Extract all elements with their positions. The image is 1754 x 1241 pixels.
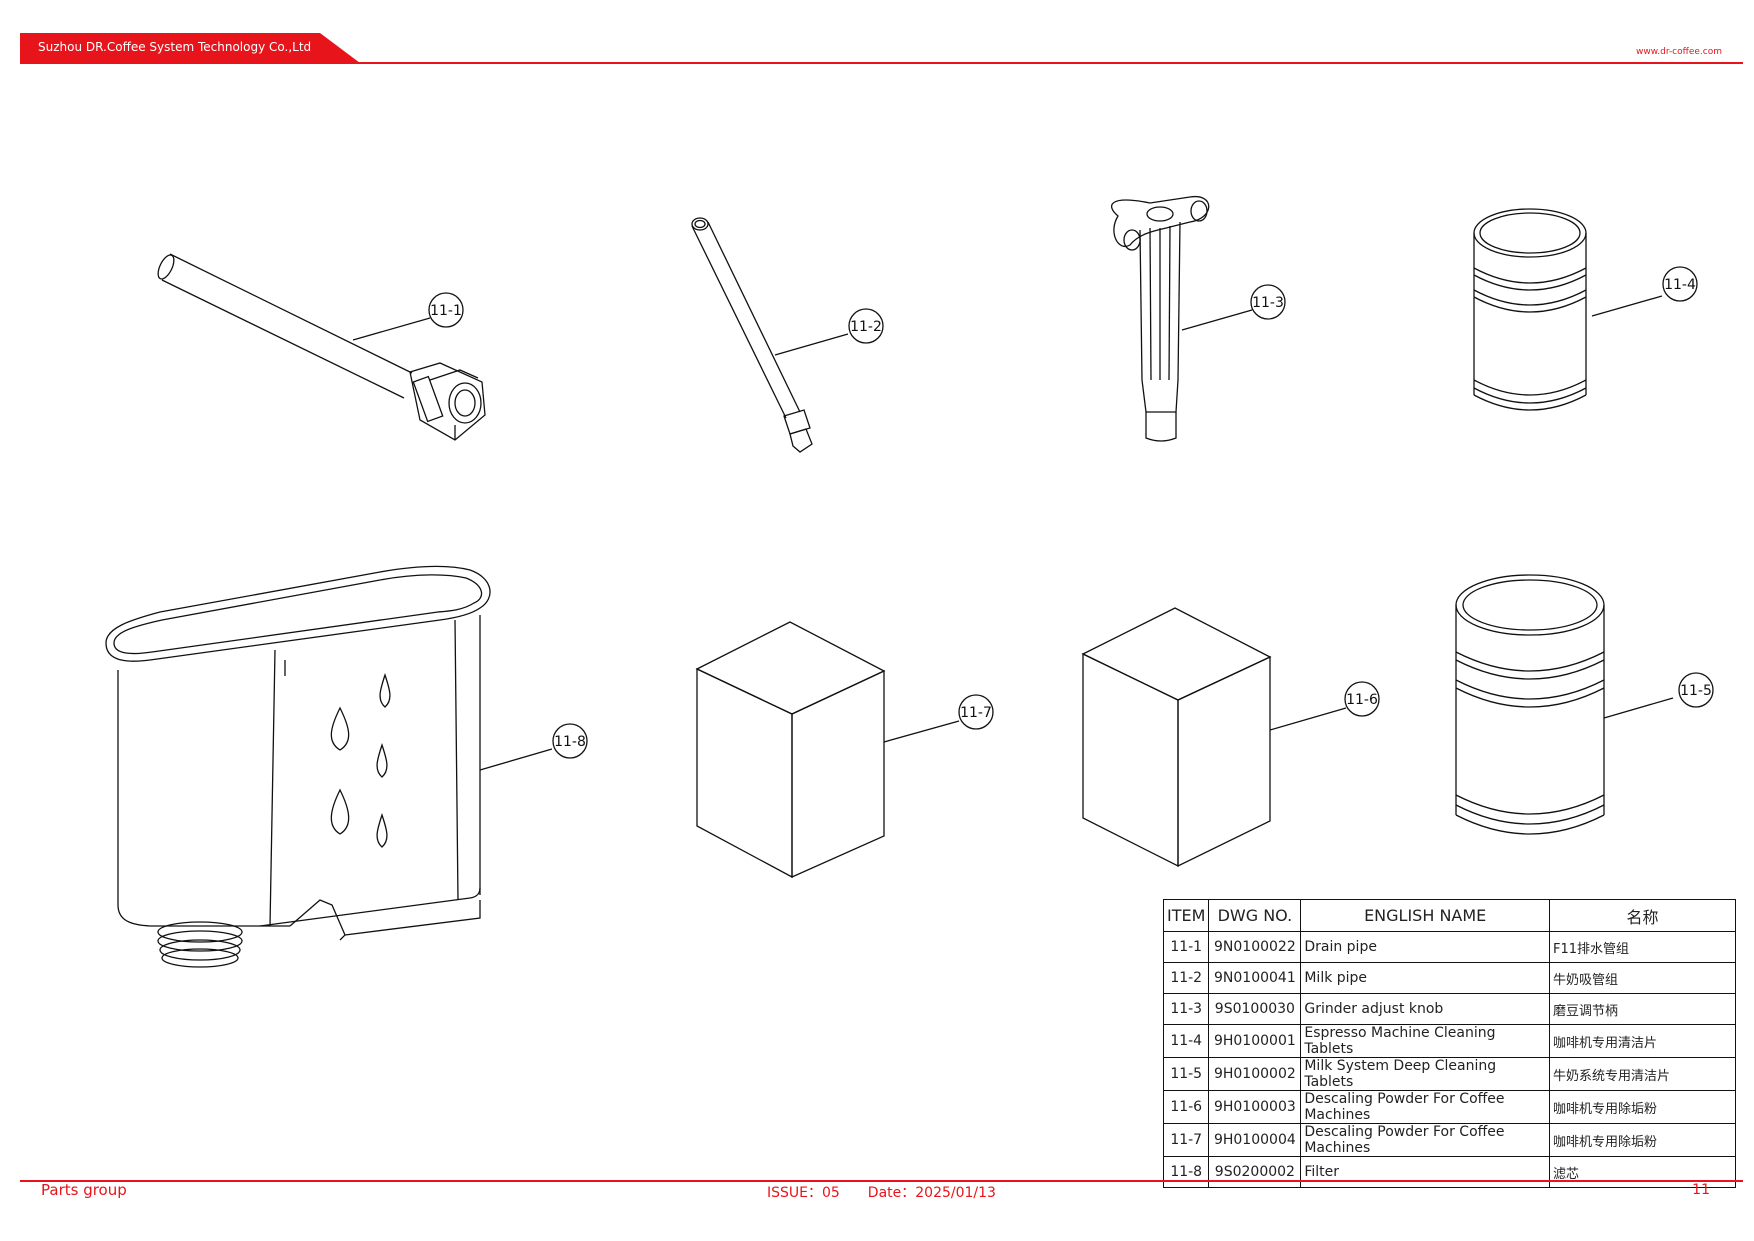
cell-item: 11-6 <box>1162 1090 1210 1124</box>
cell-item: 11-2 <box>1162 962 1210 994</box>
table-row: 11-4 9H0100001 Espresso Machine Cleaning… <box>1162 1024 1736 1058</box>
cell-dwg: 9H0100001 <box>1208 1024 1302 1058</box>
cell-item: 11-8 <box>1162 1156 1210 1188</box>
cell-english-name: Milk System Deep Cleaning Tablets <box>1300 1057 1550 1091</box>
column-header-english-name: ENGLISH NAME <box>1300 899 1550 932</box>
callout-label: 11-8 <box>554 734 586 750</box>
callout-label: 11-5 <box>1680 683 1712 699</box>
cell-dwg: 9N0100041 <box>1208 962 1302 994</box>
cell-dwg: 9H0100004 <box>1208 1123 1302 1157</box>
column-header-dwg: DWG NO. <box>1208 899 1302 932</box>
callout-label: 11-1 <box>430 303 462 319</box>
column-header-chinese-name: 名称 <box>1549 899 1736 932</box>
cell-english-name: Descaling Powder For Coffee Machines <box>1300 1123 1550 1157</box>
leader-lines <box>352 295 1674 771</box>
cell-dwg: 9H0100002 <box>1208 1057 1302 1091</box>
cell-item: 11-5 <box>1162 1057 1210 1091</box>
table-row: 11-3 9S0100030 Grinder adjust knob 磨豆调节柄 <box>1162 993 1736 1025</box>
cell-chinese-name: 牛奶吸管组 <box>1549 962 1736 994</box>
cell-chinese-name: 磨豆调节柄 <box>1549 993 1736 1025</box>
cell-english-name: Descaling Powder For Coffee Machines <box>1300 1090 1550 1124</box>
parts-table: ITEM DWG NO. ENGLISH NAME 名称 11-1 9N0100… <box>1162 899 1736 1188</box>
footer-rule <box>20 1180 1743 1182</box>
company-name: Suzhou DR.Coffee System Technology Co.,L… <box>38 40 312 54</box>
header-tab <box>20 33 360 63</box>
page-number: 11 <box>1692 1182 1710 1198</box>
descaling-box-6-drawing <box>1081 607 1272 868</box>
callout-circles <box>428 266 1714 759</box>
header-rule <box>20 62 1743 64</box>
column-header-item: ITEM <box>1162 899 1210 932</box>
cell-dwg: 9S0100030 <box>1208 993 1302 1025</box>
descaling-box-7-drawing <box>695 621 886 879</box>
cell-item: 11-1 <box>1162 931 1210 963</box>
table-row: 11-8 9S0200002 Filter 滤芯 <box>1162 1156 1736 1188</box>
cell-dwg: 9N0100022 <box>1208 931 1302 963</box>
section-title: Parts group <box>41 1181 127 1199</box>
callout-label: 11-3 <box>1252 295 1284 311</box>
cell-dwg: 9H0100003 <box>1208 1090 1302 1124</box>
milk-pipe-drawing <box>691 217 813 453</box>
callout-label: 11-6 <box>1346 692 1378 708</box>
cell-item: 11-7 <box>1162 1123 1210 1157</box>
cell-chinese-name: 咖啡机专用清洁片 <box>1549 1024 1736 1058</box>
callout-label: 11-2 <box>850 319 882 335</box>
cell-chinese-name: 咖啡机专用除垢粉 <box>1549 1090 1736 1124</box>
cell-english-name: Grinder adjust knob <box>1300 993 1550 1025</box>
cell-chinese-name: 牛奶系统专用清洁片 <box>1549 1057 1736 1091</box>
filter-drawing <box>105 565 491 968</box>
cell-chinese-name: 滤芯 <box>1549 1156 1736 1188</box>
cell-english-name: Espresso Machine Cleaning Tablets <box>1300 1024 1550 1058</box>
issue-date: ISSUE：05 Date：2025/01/13 <box>767 1185 996 1201</box>
cell-english-name: Milk pipe <box>1300 962 1550 994</box>
cleaning-tablets-4-drawing <box>1473 208 1587 411</box>
company-url: www.dr-coffee.com <box>1635 47 1722 57</box>
drain-pipe-drawing <box>157 253 486 441</box>
table-row: 11-6 9H0100003 Descaling Powder For Coff… <box>1162 1090 1736 1124</box>
table-row: 11-7 9H0100004 Descaling Powder For Coff… <box>1162 1123 1736 1157</box>
grinder-knob-drawing <box>1110 196 1210 442</box>
cell-english-name: Drain pipe <box>1300 931 1550 963</box>
cell-chinese-name: F11排水管组 <box>1549 931 1736 963</box>
table-row: 11-1 9N0100022 Drain pipe F11排水管组 <box>1162 931 1736 963</box>
cleaning-tablets-5-drawing <box>1455 574 1605 835</box>
table-row: 11-2 9N0100041 Milk pipe 牛奶吸管组 <box>1162 962 1736 994</box>
table-row: 11-5 9H0100002 Milk System Deep Cleaning… <box>1162 1057 1736 1091</box>
cell-item: 11-4 <box>1162 1024 1210 1058</box>
callout-label: 11-4 <box>1664 277 1696 293</box>
table-header-row: ITEM DWG NO. ENGLISH NAME 名称 <box>1162 899 1736 932</box>
header-tab-shape <box>20 33 360 63</box>
cell-item: 11-3 <box>1162 993 1210 1025</box>
cell-english-name: Filter <box>1300 1156 1550 1188</box>
cell-chinese-name: 咖啡机专用除垢粉 <box>1549 1123 1736 1157</box>
cell-dwg: 9S0200002 <box>1208 1156 1302 1188</box>
callout-label: 11-7 <box>960 705 992 721</box>
